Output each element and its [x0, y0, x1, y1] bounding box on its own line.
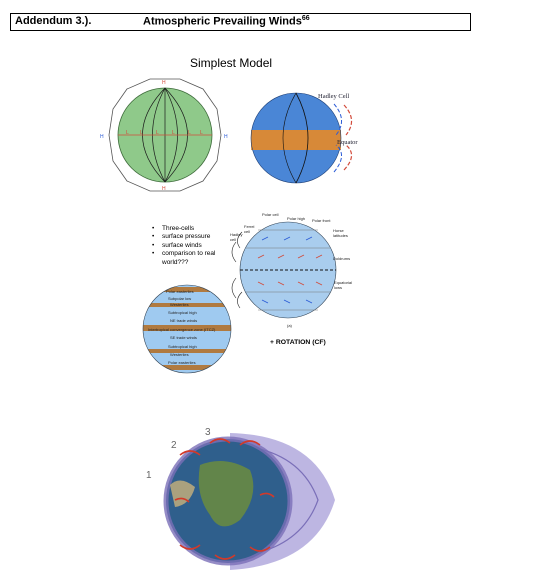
band-label: Polar easterlies [166, 289, 194, 294]
hadley-cell-small-label: Hadley cell [230, 232, 243, 242]
wind-band-globe [142, 284, 232, 374]
svg-text:L: L [188, 130, 191, 136]
header-box: Addendum 3.). Atmospheric Prevailing Win… [10, 13, 471, 31]
band-label: Subtropical high [168, 344, 197, 349]
equator-label: Equator [337, 139, 358, 146]
model-subtitle: Simplest Model [190, 56, 273, 70]
polar-high-label: Polar high [287, 216, 306, 221]
band-label: Subpolar low [168, 296, 192, 301]
list-item: surface pressure [152, 233, 230, 242]
list-item: surface winds [152, 242, 230, 251]
simple-model-globe: L L L L L L H H H H [100, 78, 228, 192]
svg-text:L: L [140, 130, 143, 136]
three-cell-globe [231, 221, 337, 319]
band-label: Polar easterlies [168, 360, 196, 365]
band-label: Subtropical high [168, 310, 197, 315]
band-label: Westerlies [170, 352, 189, 357]
polar-front-label: Polar front [312, 218, 331, 223]
svg-text:H: H [162, 186, 166, 192]
ferrel-cell-label: Ferrel cell [244, 224, 255, 234]
polar-cell-label: Polar cell [262, 212, 279, 217]
hadley-cell-label: Hadley Cell [318, 93, 350, 100]
addendum-label: Addendum 3.). [15, 15, 92, 27]
doldrums-label: Doldrums [333, 256, 351, 261]
footnote-marker: 66 [301, 15, 310, 22]
svg-text:H: H [224, 134, 228, 140]
hadley-globe [250, 92, 353, 184]
cell-number-1: 1 [146, 470, 152, 481]
band-label: SE trade winds [170, 335, 197, 340]
earth-cells-illustration [154, 430, 335, 570]
rotation-label: + ROTATION (CF) [270, 339, 326, 346]
list-item: comparison to real world??? [152, 250, 230, 267]
equatorial-lows-label: Equatorial lows [334, 280, 353, 290]
svg-text:L: L [200, 130, 203, 136]
page-title: Atmospheric Prevailing Winds66 [143, 15, 310, 28]
horse-latitudes-label: Horse latitudes [333, 228, 348, 238]
svg-text:L: L [172, 130, 175, 136]
cell-number-2: 2 [171, 440, 177, 451]
bullet-list: Three-cells surface pressure surface win… [152, 225, 230, 267]
panel-label: (a) [287, 323, 292, 328]
svg-text:L: L [156, 130, 159, 136]
band-label: Westerlies [170, 302, 189, 307]
svg-text:H: H [100, 134, 104, 140]
band-label: Intertropical convergence zone (ITCZ) [148, 327, 216, 332]
band-label: NE trade winds [170, 318, 198, 323]
svg-text:H: H [162, 80, 166, 86]
svg-text:L: L [126, 130, 129, 136]
cell-number-3: 3 [205, 427, 211, 438]
list-item: Three-cells [152, 225, 230, 234]
